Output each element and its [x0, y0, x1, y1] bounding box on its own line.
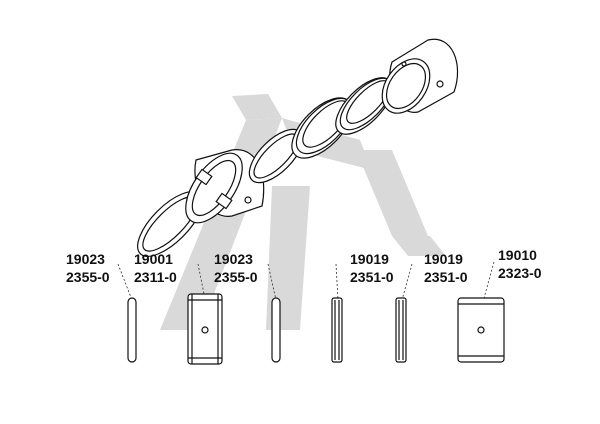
side-view-housing: [187, 293, 223, 365]
exploded-assembly: [137, 38, 459, 257]
bushing: [381, 38, 459, 114]
callout-part-1: 19023 2355-0: [66, 250, 110, 286]
side-view-seal-ring-1: [331, 297, 343, 363]
side-view-o-ring-1: [127, 297, 137, 363]
callout-part-6: 19010 2323-0: [498, 246, 542, 282]
callout-part-4: 19019 2351-0: [350, 250, 394, 286]
part-number: 19019: [350, 251, 389, 267]
leader-lines: [117, 261, 495, 301]
side-view-bushing: [457, 297, 505, 363]
main-housing: [185, 149, 265, 224]
callout-part-5: 19019 2351-0: [424, 250, 468, 286]
part-code: 2355-0: [66, 269, 110, 285]
side-view-seal-ring-2: [395, 297, 407, 363]
side-view-parts: [127, 293, 505, 365]
part-code: 2311-0: [134, 269, 177, 285]
part-code: 2351-0: [350, 269, 394, 285]
part-number: 19023: [66, 251, 105, 267]
callout-part-2: 19001 2311-0: [134, 250, 177, 286]
side-view-o-ring-2: [271, 297, 281, 363]
part-number: 19023: [214, 251, 253, 267]
part-code: 2323-0: [498, 265, 542, 281]
part-number: 19001: [134, 251, 173, 267]
part-number: 19010: [498, 247, 537, 263]
part-code: 2351-0: [424, 269, 468, 285]
callout-part-3: 19023 2355-0: [214, 250, 258, 286]
part-code: 2355-0: [214, 269, 258, 285]
part-number: 19019: [424, 251, 463, 267]
